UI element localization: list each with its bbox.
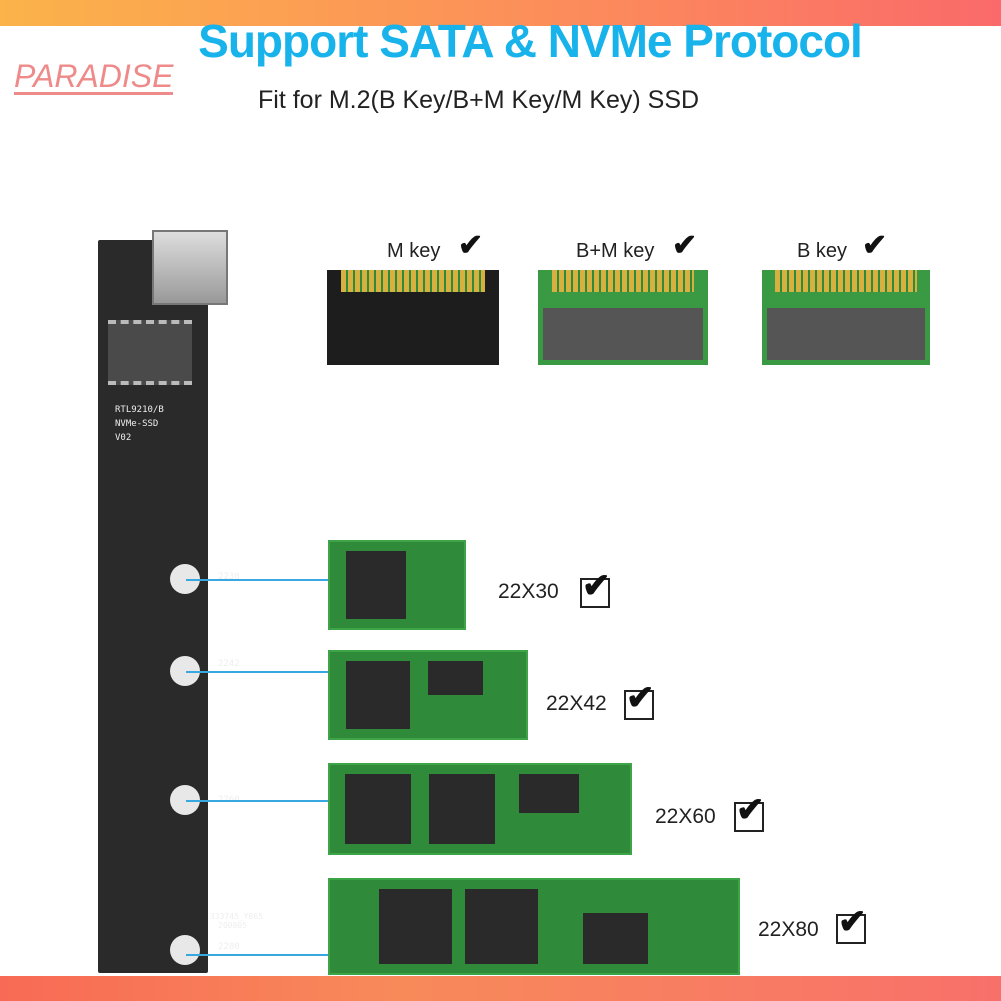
serial-label: 333745_Y865 bbox=[210, 912, 263, 921]
checkbox-icon: ✔ bbox=[734, 791, 765, 832]
ssd-2260 bbox=[328, 763, 632, 855]
chip-label: RTL9210/B bbox=[115, 405, 164, 415]
checkbox-icon: ✔ bbox=[624, 679, 655, 720]
date-label: 200805 bbox=[218, 921, 247, 930]
size-label-2242: 22X42 bbox=[546, 692, 607, 715]
check-icon: ✔ bbox=[672, 229, 698, 262]
position-2242: 2242 bbox=[218, 659, 240, 669]
b-key-ssd bbox=[762, 270, 930, 365]
usb-c-port bbox=[152, 230, 228, 305]
page-title: Support SATA & NVMe Protocol bbox=[198, 15, 863, 67]
mount-hole-2280 bbox=[170, 935, 200, 965]
subtitle: Fit for M.2(B Key/B+M Key/M Key) SSD bbox=[258, 86, 700, 114]
ssd-2230 bbox=[328, 540, 466, 630]
checkbox-icon: ✔ bbox=[836, 903, 867, 944]
size-label-2260: 22X60 bbox=[655, 805, 716, 828]
m-key-label: M key bbox=[387, 240, 441, 262]
ssd-2242 bbox=[328, 650, 528, 740]
position-2280: 2280 bbox=[218, 942, 240, 952]
b-key-label: B key bbox=[797, 240, 848, 262]
top-banner bbox=[0, 0, 1001, 26]
ssd-2280 bbox=[328, 878, 740, 975]
checkbox-icon: ✔ bbox=[580, 567, 611, 608]
bm-key-ssd bbox=[538, 270, 708, 365]
bottom-banner bbox=[0, 976, 1001, 1001]
type-label: NVMe-SSD bbox=[115, 419, 159, 429]
size-label-2280: 22X80 bbox=[758, 918, 819, 941]
m2-slot bbox=[108, 320, 192, 385]
size-label-2230: 22X30 bbox=[498, 580, 559, 603]
pointer-line bbox=[186, 800, 346, 802]
pointer-line bbox=[186, 671, 346, 673]
watermark: PARADISE bbox=[14, 58, 174, 95]
check-icon: ✔ bbox=[458, 229, 484, 262]
bm-key-label: B+M key bbox=[576, 240, 655, 262]
check-icon: ✔ bbox=[862, 229, 888, 262]
pointer-line bbox=[186, 954, 346, 956]
position-2230: 2230 bbox=[218, 572, 240, 582]
m-key-ssd bbox=[327, 270, 499, 365]
version-label: V02 bbox=[115, 433, 132, 443]
pointer-line bbox=[186, 579, 346, 581]
